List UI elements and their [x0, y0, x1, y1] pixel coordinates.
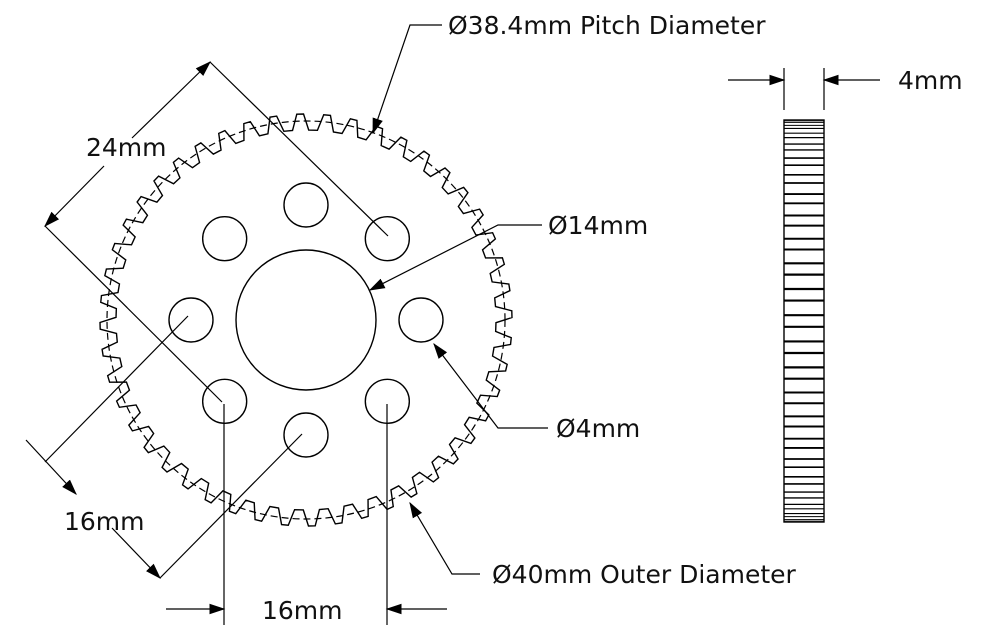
gear-side-view	[783, 119, 825, 523]
mounting-hole	[364, 215, 411, 262]
angled-spacing-dimension: 16mm	[25, 315, 303, 579]
bore-diameter-dimension: Ø14mm	[368, 211, 648, 291]
gear-front-view	[99, 113, 513, 527]
thickness-label: 4mm	[898, 66, 963, 95]
mounting-hole	[283, 182, 329, 228]
pitch-diameter-dimension: Ø38.4mm Pitch Diameter	[372, 11, 766, 135]
mounting-hole	[201, 378, 248, 425]
side-teeth-lines	[784, 120, 824, 522]
pitch-circle	[106, 120, 506, 520]
diagonal-spacing-dimension: 24mm	[44, 61, 389, 403]
horizontal-spacing-label: 16mm	[262, 596, 343, 625]
thickness-dimension: 4mm	[728, 66, 963, 110]
center-bore	[235, 249, 377, 391]
pitch-diameter-label: Ø38.4mm Pitch Diameter	[448, 11, 766, 40]
outer-diameter-dimension: Ø40mm Outer Diameter	[409, 501, 797, 589]
mounting-hole	[201, 215, 248, 262]
gear-side-profile	[783, 119, 825, 523]
mounting-hole	[398, 297, 444, 343]
horizontal-spacing-dimension: 16mm	[166, 404, 447, 625]
hole-diameter-label: Ø4mm	[556, 414, 640, 443]
angled-spacing-label: 16mm	[64, 507, 145, 536]
hole-diameter-dimension: Ø4mm	[433, 342, 640, 443]
mounting-hole	[283, 412, 329, 458]
diagonal-spacing-label: 24mm	[86, 133, 167, 162]
mounting-holes	[168, 182, 444, 458]
outer-diameter-label: Ø40mm Outer Diameter	[492, 560, 797, 589]
bore-diameter-label: Ø14mm	[548, 211, 648, 240]
mounting-hole	[168, 297, 214, 343]
